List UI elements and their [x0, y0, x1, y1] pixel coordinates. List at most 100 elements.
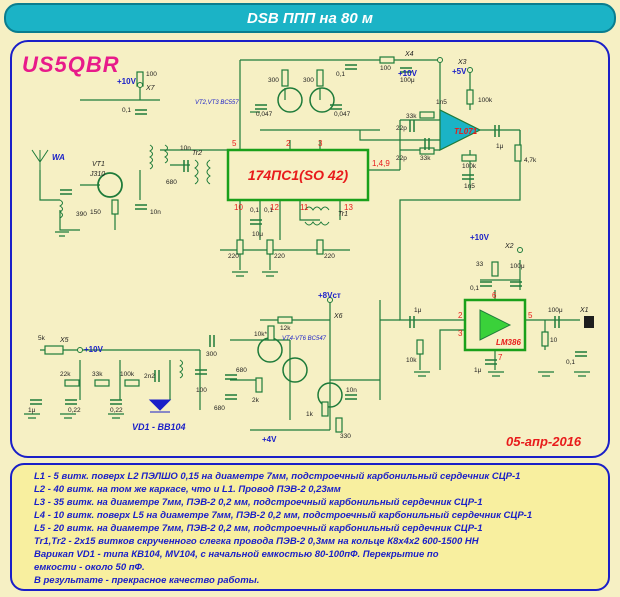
- supply-10v-a: +10V: [117, 77, 137, 86]
- title-bar: DSB ППП на 80 м: [4, 3, 616, 33]
- ic-174ps1-label: 174ПС1(SO 42): [248, 167, 349, 183]
- r7-value: 300: [303, 77, 314, 84]
- pin-11: 11: [300, 203, 309, 212]
- transistor-vt5: [282, 357, 308, 383]
- c21-value: 300: [206, 351, 217, 358]
- c32-value: 10n: [180, 145, 191, 152]
- r5-value: 220: [324, 253, 335, 260]
- component-labels: 100 0,1 390 150 10n 680 10n 300 300 0,04…: [28, 65, 575, 440]
- lm386-triangle: [479, 309, 512, 341]
- transistor-vt1: [97, 172, 123, 198]
- lm-pin-5: 5: [528, 311, 533, 320]
- c28-value: 10n: [346, 387, 357, 394]
- c11-value: 22p: [396, 155, 407, 162]
- opamp-label: TL071: [454, 127, 478, 136]
- transformer-tr1: [304, 206, 330, 226]
- label-x7: X7: [145, 85, 156, 92]
- r6-value: 300: [268, 77, 279, 84]
- c17-value: 100μ: [548, 307, 563, 314]
- c14-value: 1μ: [414, 307, 422, 314]
- callsign: US5QBR: [22, 52, 120, 77]
- lm-pin-2: 2: [458, 311, 463, 320]
- r3-value: 220: [228, 253, 239, 260]
- lm-pin-7: 7: [498, 353, 503, 362]
- page-title: DSB ППП на 80 м: [247, 10, 373, 27]
- supply-10v-c: +10V: [470, 233, 490, 242]
- r24-value: 10k*: [254, 331, 267, 338]
- label-x2: X2: [504, 243, 514, 250]
- r8-value: 100: [380, 65, 391, 72]
- note-line: В результате - прекрасное качество работ…: [34, 575, 260, 586]
- supply-10v-b: +10V: [398, 69, 418, 78]
- c31-value: 680: [166, 179, 177, 186]
- c3-value: 0,1: [122, 107, 131, 114]
- c6-value: 10μ: [252, 231, 263, 238]
- c13-value: 1μ: [496, 143, 504, 150]
- r14-value: 10k: [406, 357, 417, 364]
- ic-174ps1: [226, 148, 370, 202]
- label-tr1: Tr1: [338, 211, 348, 218]
- c2-value: 10n: [150, 209, 161, 216]
- pin-12: 12: [270, 203, 279, 212]
- pin-3: 3: [318, 139, 323, 148]
- terminals: [77, 57, 523, 353]
- pin-2: 2: [286, 139, 291, 148]
- r22-value: 22k: [60, 371, 71, 378]
- pin-10: 10: [234, 203, 243, 212]
- r19-value: 330: [340, 433, 351, 440]
- label-x1: X1: [579, 307, 589, 314]
- r16-value: 33: [476, 261, 484, 268]
- r25-value: 12k: [280, 325, 291, 332]
- varicap-note: VD1 - BB104: [132, 422, 186, 432]
- r1-value: 150: [90, 209, 101, 216]
- c1-value: 390: [76, 211, 87, 218]
- lm-pin-3: 3: [458, 329, 463, 338]
- capacitors: [30, 64, 587, 405]
- note-line: L3 - 35 витк. на диаметре 7мм, ПЭВ-2 0,2…: [34, 497, 483, 508]
- lm-pin-6: 6: [492, 291, 497, 300]
- supply-4v: +4V: [262, 435, 277, 444]
- output-jack-x1: [584, 316, 594, 328]
- supply-10v-d: +10V: [84, 345, 104, 354]
- r12-value: 33k: [406, 113, 417, 120]
- r23-value: 5k: [38, 335, 46, 342]
- wires: [39, 59, 580, 431]
- c30-value: 1n5: [436, 99, 447, 106]
- r15-value: 10: [550, 337, 558, 344]
- c26-value: 0,22: [68, 407, 81, 414]
- pin-5: 5: [232, 139, 237, 148]
- note-line: Tr1,Tr2 - 2х15 витков скрученного слегка…: [34, 536, 479, 547]
- ground-symbols: [24, 231, 590, 419]
- label-x6: X6: [333, 313, 343, 320]
- label-x5: X5: [59, 337, 69, 344]
- c25-value: 0,22: [110, 407, 123, 414]
- supply-5v: +5V: [452, 67, 467, 76]
- label-vt46: VT4-VT6 BC547: [282, 336, 327, 342]
- c4-value: 0,1: [264, 207, 273, 214]
- r2-value: 100: [146, 71, 157, 78]
- transistor-vt6: [317, 382, 343, 408]
- r21-value: 33k: [92, 371, 103, 378]
- note-line: L1 - 5 витк. поверх L2 ПЭЛШО 0,15 на диа…: [34, 471, 521, 482]
- c7-value: 0,047: [256, 111, 273, 118]
- pin-13: 13: [344, 203, 353, 212]
- r17-value: 2k: [252, 397, 260, 404]
- transistor-vt2: [277, 87, 303, 113]
- note-line: Варикап VD1 - типа КВ104, MV104, с начал…: [34, 549, 439, 560]
- date-label: 05-апр-2016: [506, 434, 582, 449]
- note-line: L5 - 20 витк. на диаметре 7мм, ПЭВ-2 0,2…: [34, 523, 483, 534]
- r11-value: 100k: [478, 97, 493, 104]
- c15-value: 1μ: [474, 367, 482, 374]
- resistors: [44, 56, 549, 433]
- r4-value: 220: [274, 253, 285, 260]
- note-line: L4 - 10 витк. поверх L5 на диаметре 7мм,…: [34, 510, 533, 521]
- label-vt1: VT1: [92, 161, 105, 168]
- antenna-label: WA: [52, 153, 65, 162]
- note-line: емкости - около 50 пФ.: [34, 562, 145, 573]
- c20-value: 100: [196, 387, 207, 394]
- r13-value: 4,7k: [524, 157, 537, 164]
- r20-value: 100k: [120, 371, 135, 378]
- transistor-vt3: [309, 87, 335, 113]
- c8-value: 0,047: [334, 111, 351, 118]
